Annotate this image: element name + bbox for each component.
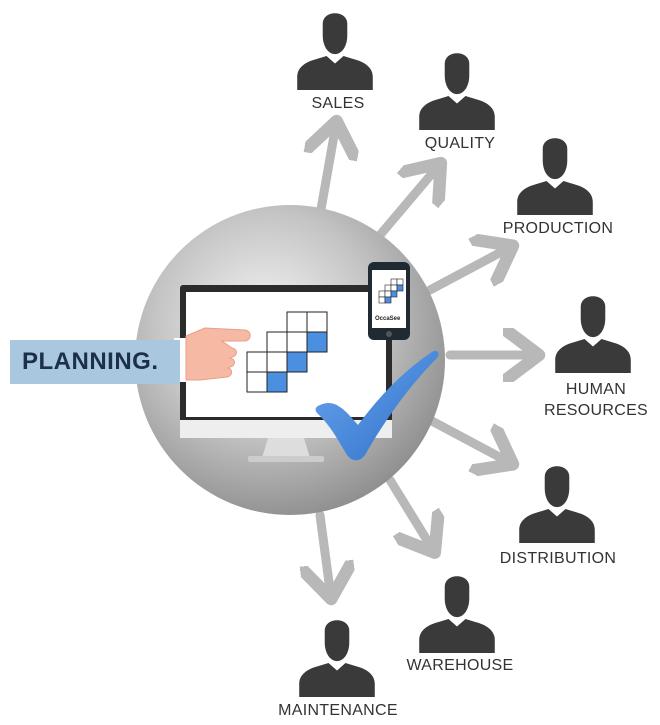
label-warehouse: WAREHOUSE bbox=[406, 657, 513, 674]
check-mark-icon bbox=[315, 350, 439, 461]
phone-brand-label: OccaSee bbox=[375, 316, 401, 322]
arrow-to-distribution bbox=[425, 415, 505, 460]
label-quality: QUALITY bbox=[425, 135, 496, 152]
planning-grid-icon bbox=[246, 311, 328, 393]
label-human-resources-line1: HUMAN bbox=[566, 381, 626, 398]
connector-arrows bbox=[320, 130, 530, 590]
person-icon-warehouse bbox=[419, 576, 495, 653]
arrow-to-warehouse bbox=[385, 475, 430, 545]
label-maintenance: MAINTENANCE bbox=[278, 702, 398, 719]
arrow-to-sales bbox=[320, 130, 335, 220]
arrow-to-quality bbox=[375, 170, 435, 240]
label-production: PRODUCTION bbox=[503, 220, 614, 237]
person-icon-distribution bbox=[519, 466, 595, 543]
planning-label: PLANNING. bbox=[10, 340, 180, 384]
arrow-to-production bbox=[425, 250, 505, 295]
person-icon-quality bbox=[419, 53, 495, 130]
person-icon-human-resources bbox=[555, 296, 631, 373]
monitor-icon bbox=[180, 285, 392, 462]
arrow-to-maintenance bbox=[320, 510, 330, 590]
person-icon-production bbox=[517, 138, 593, 215]
label-sales: SALES bbox=[311, 95, 364, 112]
label-human-resources-line2: RESOURCES bbox=[544, 402, 648, 419]
label-distribution: DISTRIBUTION bbox=[500, 550, 617, 567]
person-icon-maintenance bbox=[299, 620, 375, 697]
phone-icon: OccaSee bbox=[368, 262, 410, 340]
person-icon-sales bbox=[297, 13, 373, 90]
